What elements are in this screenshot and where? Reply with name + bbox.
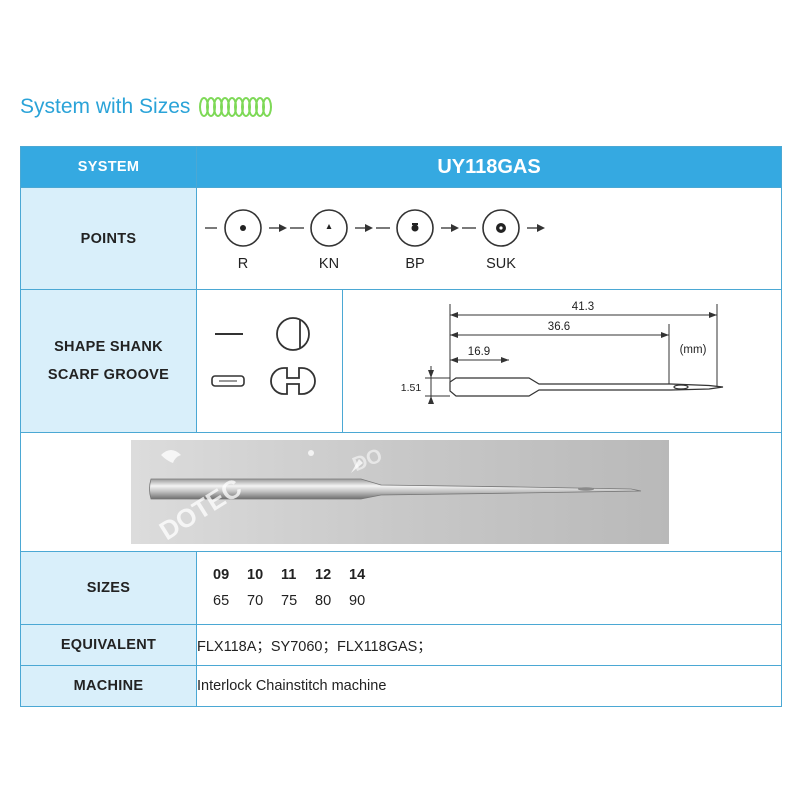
- shape-icons-cell: [196, 289, 343, 433]
- groove-icon: [270, 367, 316, 395]
- shape-icons: [211, 317, 316, 395]
- point-label-bp: BP: [405, 256, 424, 272]
- size-top-4: 14: [349, 567, 366, 583]
- size-top-3: 12: [315, 567, 332, 583]
- unit-label: (mm): [680, 344, 707, 356]
- point-label-r: R: [238, 256, 248, 272]
- section-title: System with Sizes: [20, 95, 191, 118]
- section-heading: System with Sizes: [20, 90, 273, 124]
- dimension-diagram-cell: 41.3 36.6 16.9 1.51 (mm): [341, 289, 783, 433]
- dim-diameter: 1.51: [401, 382, 422, 394]
- spring-icon: [199, 97, 273, 117]
- sizes-bottom-line: 65 70 75 80 90: [197, 593, 781, 609]
- machine-label: MACHINE: [20, 665, 197, 707]
- points-label: POINTS: [20, 187, 197, 290]
- equivalent-label: EQUIVALENT: [20, 624, 197, 666]
- shape-row: SHAPE SHANK SCARF GROOVE: [20, 289, 783, 433]
- equivalent-value: FLX118A；SY7060；FLX118GAS；: [195, 624, 783, 666]
- point-kn-icon: [310, 209, 348, 247]
- shank-round-icon: [276, 317, 310, 351]
- point-suk-icon: [482, 209, 520, 247]
- system-label: SYSTEM: [20, 146, 197, 188]
- dim-short: 16.9: [468, 346, 490, 358]
- sizes-label: SIZES: [20, 551, 197, 625]
- points-diagram: R KN BP SUK: [205, 209, 545, 272]
- sizes-top-line: 09 10 11 12 14: [197, 567, 781, 583]
- needle-photo: DOTEC DO: [131, 440, 669, 546]
- shape-label-line2: SCARF GROOVE: [47, 367, 170, 383]
- size-top-0: 09: [213, 567, 230, 583]
- size-bottom-3: 80: [315, 593, 332, 609]
- needle-outline: [449, 377, 724, 397]
- point-label-kn: KN: [319, 256, 339, 272]
- points-row: POINTS: [20, 187, 783, 290]
- system-value: UY118GAS: [195, 146, 783, 188]
- equivalent-row: EQUIVALENT FLX118A；SY7060；FLX118GAS；: [20, 624, 783, 666]
- size-bottom-4: 90: [349, 593, 366, 609]
- size-bottom-1: 70: [247, 593, 264, 609]
- shape-label: SHAPE SHANK SCARF GROOVE: [20, 289, 197, 433]
- point-r-icon: [224, 209, 262, 247]
- machine-value: Interlock Chainstitch machine: [195, 665, 783, 707]
- sizes-cell: 09 10 11 12 14 65 70 75 80 90: [195, 551, 783, 625]
- points-cell: R KN BP SUK: [195, 187, 783, 290]
- size-top-1: 10: [247, 567, 264, 583]
- dim-mid: 36.6: [548, 321, 570, 333]
- scarf-icon: [211, 375, 245, 387]
- photo-row: DOTEC DO: [19, 432, 783, 552]
- size-bottom-2: 75: [281, 593, 298, 609]
- size-bottom-0: 65: [213, 593, 230, 609]
- dim-total: 41.3: [572, 301, 594, 313]
- shape-label-line1: SHAPE SHANK: [54, 339, 163, 355]
- needle-dimension-diagram: 41.3 36.6 16.9 1.51 (mm): [401, 301, 724, 404]
- sizes-row: SIZES 09 10 11 12 14 65 70 75 80 90: [20, 551, 783, 625]
- point-bp-icon: [396, 209, 434, 247]
- machine-row: MACHINE Interlock Chainstitch machine: [20, 665, 783, 707]
- point-label-suk: SUK: [486, 256, 516, 272]
- size-top-2: 11: [281, 567, 297, 583]
- system-row: SYSTEM UY118GAS: [20, 146, 783, 188]
- photo-cell: DOTEC DO: [19, 432, 783, 552]
- spec-table: SYSTEM UY118GAS POINTS: [19, 146, 783, 707]
